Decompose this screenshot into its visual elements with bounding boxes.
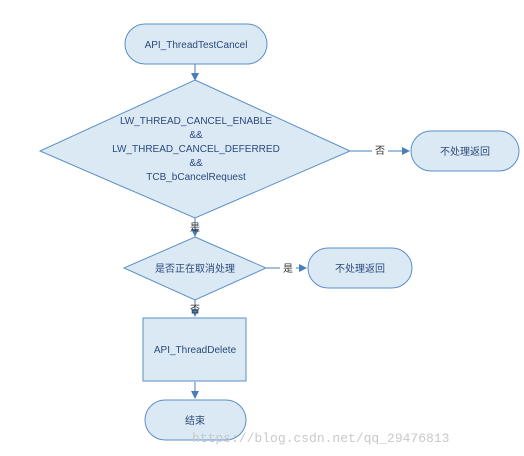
condition-label-line2: &&	[189, 130, 203, 141]
end-node-label: 结束	[185, 414, 205, 427]
condition-label-line5: TCB_bCancelRequest	[146, 172, 246, 183]
in-progress-diamond-label: 是否正在取消处理	[155, 262, 235, 275]
return-node-2-label: 不处理返回	[335, 263, 385, 275]
condition-label-line3: LW_THREAD_CANCEL_DEFERRED	[112, 144, 280, 155]
return-node-1-label: 不处理返回	[440, 146, 490, 158]
edge-label-check-yes: 是	[283, 263, 293, 275]
in-progress-diamond	[122, 236, 268, 301]
condition-diamond	[38, 79, 352, 219]
return-node-2	[307, 247, 413, 289]
watermark-text: https://blog.csdn.net/qq_29476813	[192, 431, 449, 446]
return-node-1	[410, 130, 520, 172]
edge-label-check-no: 否	[190, 304, 200, 316]
edge-label-bg-check-yes	[280, 261, 296, 275]
start-node-label: API_ThreadTestCancel	[145, 40, 248, 51]
condition-label-line1: LW_THREAD_CANCEL_ENABLE	[120, 116, 272, 127]
delete-process-box	[142, 317, 247, 382]
edge-label-cond-no: 否	[375, 145, 385, 157]
condition-label-line4: &&	[189, 158, 203, 169]
edge-label-cond-yes: 是	[190, 222, 200, 234]
edge-label-bg-cond-no	[372, 143, 388, 157]
delete-process-label: API_ThreadDelete	[154, 345, 237, 356]
end-node	[144, 399, 247, 441]
start-node	[124, 23, 268, 65]
